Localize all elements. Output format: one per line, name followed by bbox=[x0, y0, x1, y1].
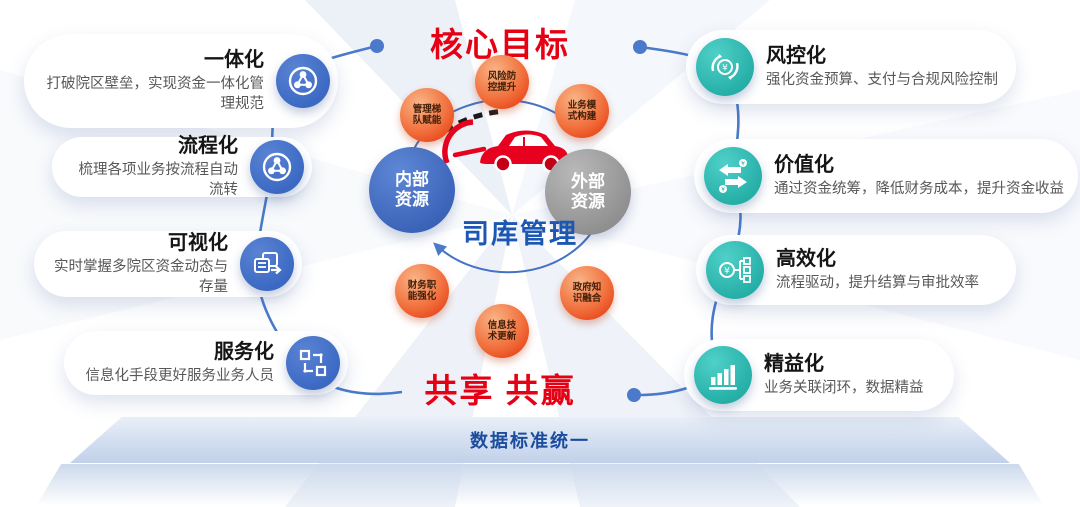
card-title: 价值化 bbox=[774, 153, 834, 176]
svg-text:¥: ¥ bbox=[721, 186, 725, 193]
card-title: 精益化 bbox=[764, 352, 824, 375]
card-desc: 实时掌握多院区资金动态与存量 bbox=[54, 258, 228, 295]
enabler-bubble-management-team: 管理梯队赋能 bbox=[400, 88, 454, 142]
card-title: 一体化 bbox=[204, 48, 264, 71]
enabler-bubble-business-model: 业务模式构建 bbox=[555, 84, 609, 138]
internal-resources-label: 内部资源 bbox=[395, 169, 429, 209]
enabler-bubble-knowledge-fusion: 政府知识融合 bbox=[560, 266, 614, 320]
bubble-label: 业务模式构建 bbox=[567, 99, 597, 122]
card-service: 服务化 信息化手段更好服务业务人员 bbox=[64, 331, 348, 395]
platform-label: 数据标准统一 bbox=[470, 431, 590, 451]
card-desc: 通过资金统筹，降低财务成本，提升资金收益 bbox=[774, 180, 1064, 197]
network-icon bbox=[276, 54, 330, 108]
card-title: 流程化 bbox=[178, 134, 238, 157]
car-speedometer-icon bbox=[442, 108, 568, 173]
enabler-bubble-finance-function: 财务职能强化 bbox=[395, 264, 449, 318]
card-process: 流程化 梳理各项业务按流程自动流转 bbox=[52, 134, 312, 198]
card-desc: 梳理各项业务按流程自动流转 bbox=[78, 161, 239, 198]
nodes-link-icon bbox=[286, 336, 340, 390]
bubble-label: 政府知识融合 bbox=[572, 281, 602, 304]
curve-dot-top-right bbox=[633, 40, 647, 54]
card-desc: 强化资金预算、支付与合规风险控制 bbox=[766, 71, 998, 88]
treasury-caption: 司库管理 bbox=[462, 219, 578, 249]
slogan-title: 共享 共赢 bbox=[424, 372, 576, 409]
card-value: ¥¥ 价值化 通过资金统筹，降低财务成本，提升资金收益 bbox=[694, 139, 1078, 213]
bubble-label: 信息技术更新 bbox=[487, 319, 517, 342]
curve-dot-bottom-right bbox=[627, 388, 641, 402]
exchange-arrows-icon: ¥¥ bbox=[704, 147, 762, 205]
external-resources-circle: 外部资源 bbox=[545, 149, 631, 235]
card-title: 高效化 bbox=[776, 247, 836, 270]
card-desc: 信息化手段更好服务业务人员 bbox=[85, 367, 275, 384]
card-desc: 打破院区壁垒，实现资金一体化管理规范 bbox=[46, 75, 265, 112]
card-title: 风控化 bbox=[766, 44, 826, 67]
enabler-bubble-it-update: 信息技术更新 bbox=[475, 304, 529, 358]
platform-base bbox=[70, 417, 1010, 463]
curve-dot-top-left bbox=[370, 39, 384, 53]
document-transfer-icon bbox=[240, 237, 294, 291]
internal-resources-circle: 内部资源 bbox=[369, 147, 455, 233]
bubble-label: 风险防控提升 bbox=[487, 70, 517, 93]
card-visualization: 可视化 实时掌握多院区资金动态与存量 bbox=[34, 231, 302, 297]
card-integration: 一体化 打破院区壁垒，实现资金一体化管理规范 bbox=[24, 34, 338, 128]
svg-text:¥: ¥ bbox=[741, 160, 745, 167]
card-efficiency: ¥ 高效化 流程驱动，提升结算与审批效率 bbox=[696, 235, 1016, 305]
card-desc: 流程驱动，提升结算与审批效率 bbox=[776, 274, 979, 291]
coin-flow-icon: ¥ bbox=[706, 241, 764, 299]
card-risk-control: ¥ 风控化 强化资金预算、支付与合规风险控制 bbox=[686, 30, 1016, 104]
card-title: 可视化 bbox=[168, 231, 228, 254]
network-icon bbox=[250, 140, 304, 194]
svg-text:¥: ¥ bbox=[722, 63, 728, 73]
enabler-bubble-risk: 风险防控提升 bbox=[475, 55, 529, 109]
bubble-label: 财务职能强化 bbox=[407, 279, 437, 302]
card-title: 服务化 bbox=[214, 340, 274, 363]
platform-reflection bbox=[36, 464, 1044, 506]
coin-refresh-icon: ¥ bbox=[696, 38, 754, 96]
bubble-label: 管理梯队赋能 bbox=[412, 103, 442, 126]
external-resources-label: 外部资源 bbox=[571, 171, 605, 211]
svg-text:¥: ¥ bbox=[724, 266, 730, 276]
bar-chart-icon bbox=[694, 346, 752, 404]
orbit-arc-bottom bbox=[433, 221, 599, 274]
card-lean: 精益化 业务关联闭环，数据精益 bbox=[684, 339, 954, 411]
card-desc: 业务关联闭环，数据精益 bbox=[764, 379, 924, 396]
